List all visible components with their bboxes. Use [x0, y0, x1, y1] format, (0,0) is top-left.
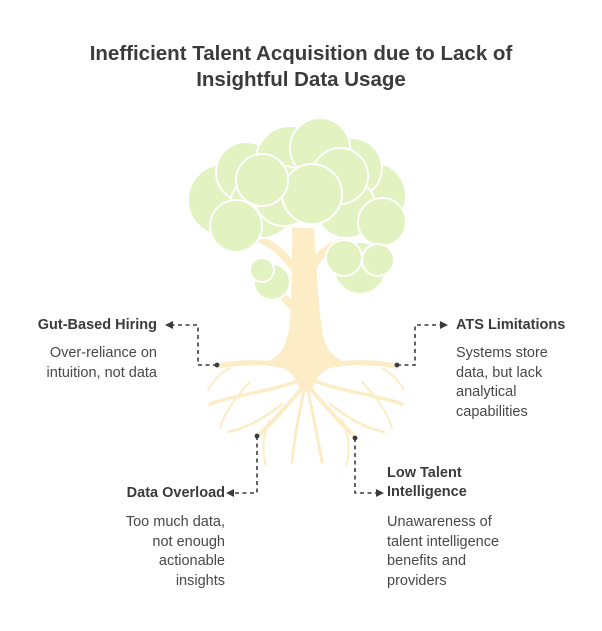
tree-trunk — [262, 228, 352, 392]
label-data-overload: Data Overload — [126, 485, 225, 501]
desc-low-talent-intelligence: Unawareness of talent intelligence benef… — [387, 513, 587, 591]
connector-low-talent-intelligence — [354, 438, 377, 494]
desc-line: benefits and — [387, 553, 467, 569]
desc-line: Unawareness of — [387, 514, 492, 530]
connector-dot — [394, 362, 400, 368]
heading-line: Low Talent — [387, 465, 462, 481]
desc-line: providers — [387, 572, 447, 589]
arrow-left-icon — [226, 489, 234, 497]
desc-ats-limitations: Systems store data, but lack analytical … — [456, 344, 596, 422]
label-ats-limitations: ATS Limitations — [456, 317, 566, 333]
connector-dot — [254, 433, 260, 439]
connector-data-overload — [233, 436, 258, 494]
canopy-cluster-small-left — [249, 257, 291, 301]
desc-line: analytical — [456, 384, 517, 400]
tree-roots — [207, 360, 405, 467]
desc-line: insights — [175, 572, 225, 589]
arrow-right-icon — [376, 489, 384, 497]
desc-line: capabilities — [456, 403, 528, 420]
connector-arrows — [165, 321, 448, 497]
connector-dot — [352, 435, 358, 441]
desc-line: Systems store — [456, 345, 548, 361]
connector-gut-based-hiring — [172, 324, 217, 366]
desc-line: data, but lack — [456, 364, 543, 381]
canopy-cluster-center — [235, 117, 369, 227]
label-gut-based-hiring: Gut-Based Hiring — [37, 317, 157, 333]
desc-line: not enough — [152, 533, 225, 550]
arrow-right-icon — [440, 321, 448, 329]
heading-line: Intelligence — [387, 484, 467, 500]
tree-branch-left — [258, 236, 294, 272]
title-line-2: Insightful Data Usage — [196, 68, 406, 91]
arrow-left-icon — [165, 321, 173, 329]
desc-line: talent intelligence — [387, 533, 500, 550]
desc-line: intuition, not data — [46, 364, 157, 381]
tree-canopy — [187, 117, 407, 301]
title-line-1: Inefficient Talent Acquisition due to La… — [89, 42, 513, 65]
connectors — [172, 324, 440, 494]
label-low-talent-intelligence: Low Talent Intelligence — [387, 464, 467, 502]
desc-line: actionable — [158, 553, 225, 569]
connector-dot — [214, 362, 220, 368]
canopy-cluster-small-right — [325, 239, 395, 295]
connector-endpoints — [214, 362, 400, 441]
connector-ats-limitations — [397, 324, 440, 366]
desc-line: Too much data, — [125, 514, 225, 530]
desc-gut-based-hiring: Over-reliance on intuition, not data — [0, 344, 157, 383]
desc-data-overload: Too much data, not enough actionable ins… — [75, 513, 225, 591]
desc-line: Over-reliance on — [49, 345, 157, 361]
